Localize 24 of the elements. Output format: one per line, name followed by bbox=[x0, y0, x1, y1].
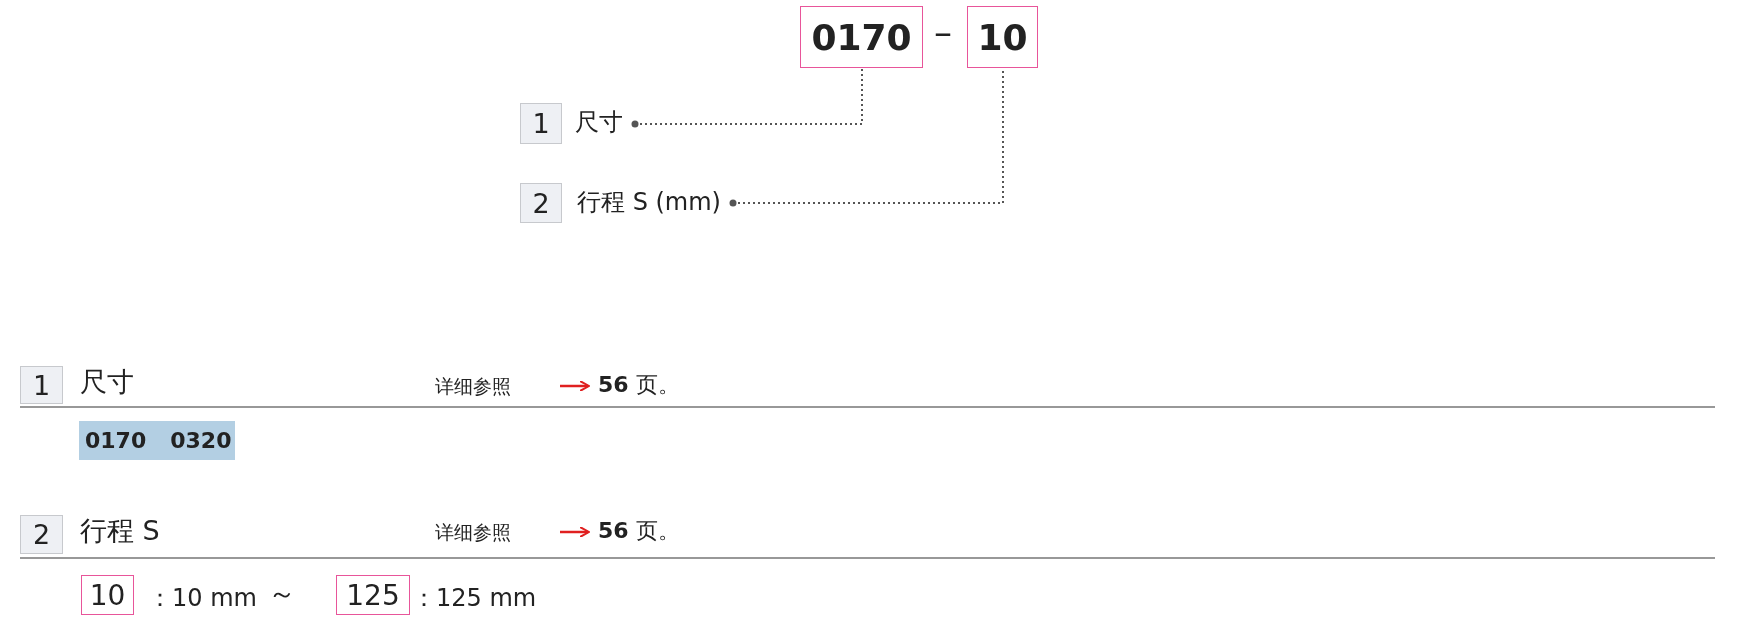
page-reference: 56 页。 bbox=[598, 517, 680, 545]
section-heading: 行程 S bbox=[80, 514, 160, 548]
item-number: 2 bbox=[20, 515, 63, 554]
code-segment: 10 bbox=[967, 6, 1038, 68]
option-code: 10 bbox=[81, 575, 134, 615]
item-number: 2 bbox=[520, 183, 562, 223]
tilde-separator: ～ bbox=[268, 576, 296, 612]
option-code: 0170 bbox=[85, 428, 147, 453]
option-description: ：125 mm bbox=[412, 583, 537, 614]
option-band bbox=[79, 421, 235, 460]
leader-line bbox=[631, 67, 863, 128]
dash-separator: – bbox=[934, 12, 952, 53]
option-code: 0320 bbox=[170, 428, 232, 453]
item-number: 1 bbox=[20, 366, 63, 404]
page-reference: 56 页。 bbox=[598, 371, 680, 399]
option-description: ：10 mm bbox=[148, 583, 257, 614]
code-segment: 0170 bbox=[800, 6, 923, 68]
section-heading: 尺寸 bbox=[80, 365, 134, 399]
reference-note: 详细参照 bbox=[435, 520, 511, 545]
option-code: 125 bbox=[336, 575, 410, 615]
field-name: 尺寸 bbox=[575, 107, 623, 138]
reference-note: 详细参照 bbox=[435, 374, 511, 399]
item-number: 1 bbox=[520, 103, 562, 144]
field-name: 行程 S (mm) bbox=[577, 187, 721, 218]
